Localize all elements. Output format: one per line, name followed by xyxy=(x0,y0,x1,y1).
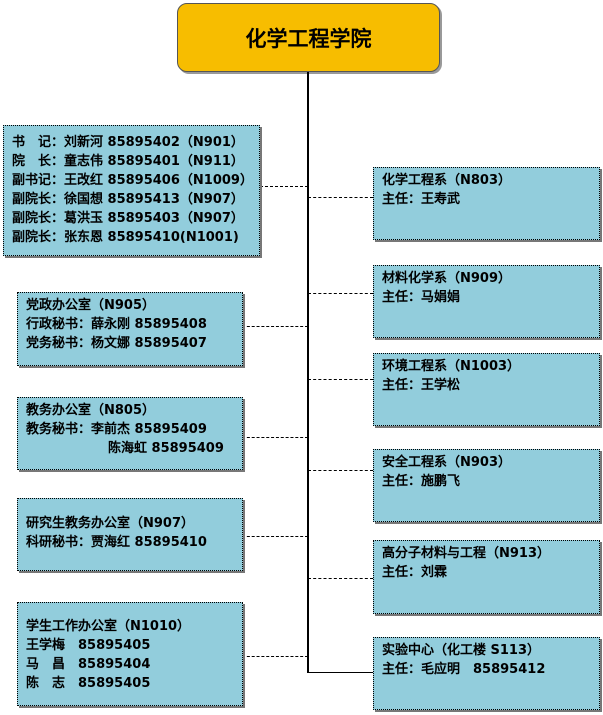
office-name: 学生工作办公室（N1010） xyxy=(26,619,191,634)
department-name: 材料化学系（N909） xyxy=(382,271,512,286)
office-name: 党政办公室（N905） xyxy=(26,298,156,313)
leader-line: 副院长：徐国想 85895413（N907） xyxy=(12,192,244,207)
department-head: 主任：马娟娟 xyxy=(382,290,461,305)
connector xyxy=(260,186,308,187)
leader-line: 副院长：葛洪玉 85895403（N907） xyxy=(12,211,244,226)
party-office-box: 党政办公室（N905） 行政秘书：薛永刚 85895408 党务秘书：杨文娜 8… xyxy=(17,292,243,366)
office-name: 研究生教务办公室（N907） xyxy=(26,516,195,531)
connector xyxy=(308,672,373,673)
leaders-box: 书 记：刘新河 85895402（N901） 院 长：童志伟 85895401（… xyxy=(3,125,260,256)
department-head: 主任：毛应明 85895412 xyxy=(382,662,546,677)
department-head: 主任：王学松 xyxy=(382,378,461,393)
office-line: 马 昌 85895404 xyxy=(26,657,151,672)
office-line: 王学梅 85895405 xyxy=(26,638,151,653)
office-line: 陈海虹 85895409 xyxy=(108,441,224,456)
connector xyxy=(308,197,373,198)
connector xyxy=(308,379,373,380)
office-line: 科研秘书：贾海红 85895410 xyxy=(26,535,207,550)
connector xyxy=(242,437,308,438)
leader-line: 院 长：童志伟 85895401（N911） xyxy=(12,154,244,169)
department-box: 实验中心（化工楼 S113） 主任：毛应明 85895412 xyxy=(373,637,600,710)
college-title: 化学工程学院 xyxy=(177,3,440,72)
connector xyxy=(242,656,308,657)
leader-line: 副院长：张东恩 85895410(N1001) xyxy=(12,230,239,245)
department-box: 安全工程系（N903） 主任：施鹏飞 xyxy=(373,449,600,522)
leader-line: 书 记：刘新河 85895402（N901） xyxy=(12,135,244,150)
department-head: 主任：刘霖 xyxy=(382,565,448,580)
grad-office-box: 研究生教务办公室（N907） 科研秘书：贾海红 85895410 xyxy=(17,498,243,571)
department-head: 主任：施鹏飞 xyxy=(382,474,461,489)
office-line: 行政秘书：薛永刚 85895408 xyxy=(26,317,207,332)
student-office-box: 学生工作办公室（N1010） 王学梅 85895405 马 昌 85895404… xyxy=(17,602,243,706)
office-line: 陈 志 85895405 xyxy=(26,676,151,691)
department-name: 化学工程系（N803） xyxy=(382,173,512,188)
teaching-office-box: 教务办公室（N805） 教务秘书：李前杰 85895409 陈海虹 858954… xyxy=(17,397,243,470)
trunk-line xyxy=(307,72,309,673)
department-name: 实验中心（化工楼 S113） xyxy=(382,643,541,658)
office-line: 党务秘书：杨文娜 85895407 xyxy=(26,336,207,351)
office-name: 教务办公室（N805） xyxy=(26,403,156,418)
department-box: 环境工程系（N1003） 主任：王学松 xyxy=(373,353,600,426)
department-head: 主任：王寿武 xyxy=(382,192,461,207)
department-box: 化学工程系（N803） 主任：王寿武 xyxy=(373,167,600,240)
connector xyxy=(308,578,373,579)
connector xyxy=(308,470,373,471)
connector xyxy=(242,536,308,537)
department-box: 高分子材料与工程（N913） 主任：刘霖 xyxy=(373,540,600,614)
office-line: 教务秘书：李前杰 85895409 xyxy=(26,422,207,437)
department-name: 安全工程系（N903） xyxy=(382,455,512,470)
connector xyxy=(308,293,373,294)
connector xyxy=(242,326,308,327)
department-name: 高分子材料与工程（N913） xyxy=(382,546,551,561)
department-name: 环境工程系（N1003） xyxy=(382,359,521,374)
leader-line: 副书记：王改红 85895406（N1009） xyxy=(12,173,253,188)
department-box: 材料化学系（N909） 主任：马娟娟 xyxy=(373,265,600,338)
